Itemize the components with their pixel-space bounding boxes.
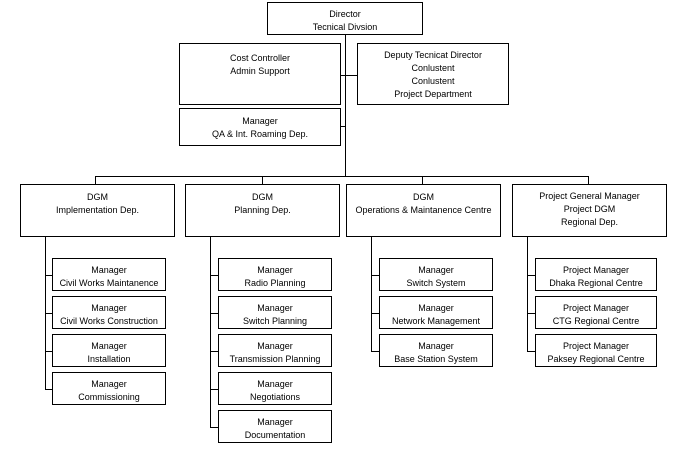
node-reg-3-line-1: Project Manager <box>562 341 630 351</box>
node-plan-2-line-2: Switch Planning <box>242 316 308 326</box>
node-cost-controller-line-2: Admin Support <box>230 66 290 76</box>
node-impl-3-line-2: Installation <box>87 354 131 364</box>
node-deputy-director-line-4: Project Department <box>394 89 472 99</box>
node-ops-base-station-system[interactable]: Manager Base Station System <box>379 334 493 367</box>
node-director-line-2: Tecnical Divsion <box>312 22 378 32</box>
node-plan-1-line-2: Radio Planning <box>244 278 306 288</box>
node-plan-4-line-1: Manager <box>257 379 293 389</box>
node-project-general-manager-line-2: Project DGM <box>563 204 616 214</box>
node-impl-3-line-1: Manager <box>91 341 127 351</box>
connector-bus-drop-implementation <box>95 176 96 184</box>
node-dgm-implementation-line-1: DGM <box>87 192 108 202</box>
node-manager-qa-line-2: QA & Int. Roaming Dep. <box>211 129 309 139</box>
connector-stub-reg-2 <box>527 313 535 314</box>
node-dgm-implementation-line-2: Implementation Dep. <box>55 205 140 215</box>
connector-spine-operations <box>371 237 372 351</box>
node-director-line-1: Director <box>329 9 361 19</box>
node-plan-5-line-1: Manager <box>257 417 293 427</box>
node-dgm-operations[interactable]: DGM Operations & Maintanence Centre <box>346 184 501 237</box>
node-dgm-implementation[interactable]: DGM Implementation Dep. <box>20 184 175 237</box>
node-ops-1-line-1: Manager <box>418 265 454 275</box>
node-deputy-director-line-1: Deputy Tecnicat Director <box>384 50 482 60</box>
connector-stub-ops-2 <box>371 313 379 314</box>
node-ops-1-line-2: Switch System <box>406 278 466 288</box>
node-plan-negotiations[interactable]: Manager Negotiations <box>218 372 332 405</box>
node-plan-3-line-1: Manager <box>257 341 293 351</box>
connector-stub-ops-1 <box>371 275 379 276</box>
node-plan-5-line-2: Documentation <box>244 430 306 440</box>
connector-stub-plan-4 <box>210 389 218 390</box>
node-reg-1-line-1: Project Manager <box>562 265 630 275</box>
node-impl-1-line-1: Manager <box>91 265 127 275</box>
node-regional-paksey[interactable]: Project Manager Paksey Regional Centre <box>535 334 657 367</box>
node-deputy-director[interactable]: Deputy Tecnicat Director Conlustent Conl… <box>357 43 509 105</box>
node-dgm-planning[interactable]: DGM Planning Dep. <box>185 184 340 237</box>
node-ops-switch-system[interactable]: Manager Switch System <box>379 258 493 291</box>
connector-stub-impl-1 <box>45 275 53 276</box>
connector-stub-impl-3 <box>45 351 53 352</box>
node-regional-ctg[interactable]: Project Manager CTG Regional Centre <box>535 296 657 329</box>
node-plan-radio-planning[interactable]: Manager Radio Planning <box>218 258 332 291</box>
connector-stub-reg-3 <box>527 351 535 352</box>
node-impl-4-line-2: Commissioning <box>78 392 140 402</box>
node-project-general-manager[interactable]: Project General Manager Project DGM Regi… <box>512 184 667 237</box>
node-dgm-operations-line-1: DGM <box>413 192 434 202</box>
connector-dgm-bus <box>95 176 589 177</box>
node-impl-4-line-1: Manager <box>91 379 127 389</box>
node-ops-3-line-2: Base Station System <box>394 354 478 364</box>
connector-stub-plan-1 <box>210 275 218 276</box>
node-impl-civil-works-construction[interactable]: Manager Civil Works Construction <box>52 296 166 329</box>
connector-trunk-to-cost-controller <box>340 75 346 76</box>
node-deputy-director-line-3: Conlustent <box>411 76 455 86</box>
node-ops-3-line-1: Manager <box>418 341 454 351</box>
node-reg-1-line-2: Dhaka Regional Centre <box>549 278 643 288</box>
connector-stub-impl-2 <box>45 313 53 314</box>
node-reg-2-line-1: Project Manager <box>562 303 630 313</box>
connector-stub-reg-1 <box>527 275 535 276</box>
node-ops-network-management[interactable]: Manager Network Management <box>379 296 493 329</box>
connector-stub-plan-5 <box>210 427 218 428</box>
node-impl-1-line-2: Civil Works Maintanence <box>59 278 159 288</box>
node-regional-dhaka[interactable]: Project Manager Dhaka Regional Centre <box>535 258 657 291</box>
node-plan-2-line-1: Manager <box>257 303 293 313</box>
node-director[interactable]: Director Tecnical Divsion <box>267 2 423 35</box>
node-impl-installation[interactable]: Manager Installation <box>52 334 166 367</box>
connector-stub-impl-4 <box>45 389 53 390</box>
node-reg-2-line-2: CTG Regional Centre <box>552 316 640 326</box>
node-plan-switch-planning[interactable]: Manager Switch Planning <box>218 296 332 329</box>
node-impl-civil-works-maintanence[interactable]: Manager Civil Works Maintanence <box>52 258 166 291</box>
connector-spine-regional <box>527 237 528 351</box>
node-plan-documentation[interactable]: Manager Documentation <box>218 410 332 443</box>
connector-bus-drop-regional <box>588 176 589 184</box>
node-impl-2-line-1: Manager <box>91 303 127 313</box>
node-plan-4-line-2: Negotiations <box>249 392 301 402</box>
node-deputy-director-line-2: Conlustent <box>411 63 455 73</box>
node-impl-2-line-2: Civil Works Construction <box>60 316 158 326</box>
connector-stub-plan-3 <box>210 351 218 352</box>
node-ops-2-line-2: Network Management <box>391 316 481 326</box>
node-plan-1-line-1: Manager <box>257 265 293 275</box>
node-manager-qa-line-1: Manager <box>242 116 278 126</box>
node-plan-transmission-planning[interactable]: Manager Transmission Planning <box>218 334 332 367</box>
node-dgm-planning-line-1: DGM <box>252 192 273 202</box>
node-manager-qa[interactable]: Manager QA & Int. Roaming Dep. <box>179 108 341 146</box>
node-project-general-manager-line-3: Regional Dep. <box>560 217 619 227</box>
node-dgm-operations-line-2: Operations & Maintanence Centre <box>355 205 492 215</box>
node-cost-controller[interactable]: Cost Controller Admin Support <box>179 43 341 105</box>
node-ops-2-line-1: Manager <box>418 303 454 313</box>
connector-bus-drop-operations <box>422 176 423 184</box>
connector-trunk-to-manager-qa <box>340 126 346 127</box>
node-dgm-planning-line-2: Planning Dep. <box>234 205 291 215</box>
connector-director-trunk <box>345 35 346 176</box>
connector-spine-planning <box>210 237 211 427</box>
node-plan-3-line-2: Transmission Planning <box>229 354 321 364</box>
connector-stub-ops-3 <box>371 351 379 352</box>
connector-trunk-to-deputy <box>345 75 358 76</box>
node-reg-3-line-2: Paksey Regional Centre <box>547 354 645 364</box>
node-project-general-manager-line-1: Project General Manager <box>539 191 640 201</box>
node-impl-commissioning[interactable]: Manager Commissioning <box>52 372 166 405</box>
connector-bus-drop-planning <box>262 176 263 184</box>
connector-stub-plan-2 <box>210 313 218 314</box>
node-cost-controller-line-1: Cost Controller <box>229 53 291 63</box>
